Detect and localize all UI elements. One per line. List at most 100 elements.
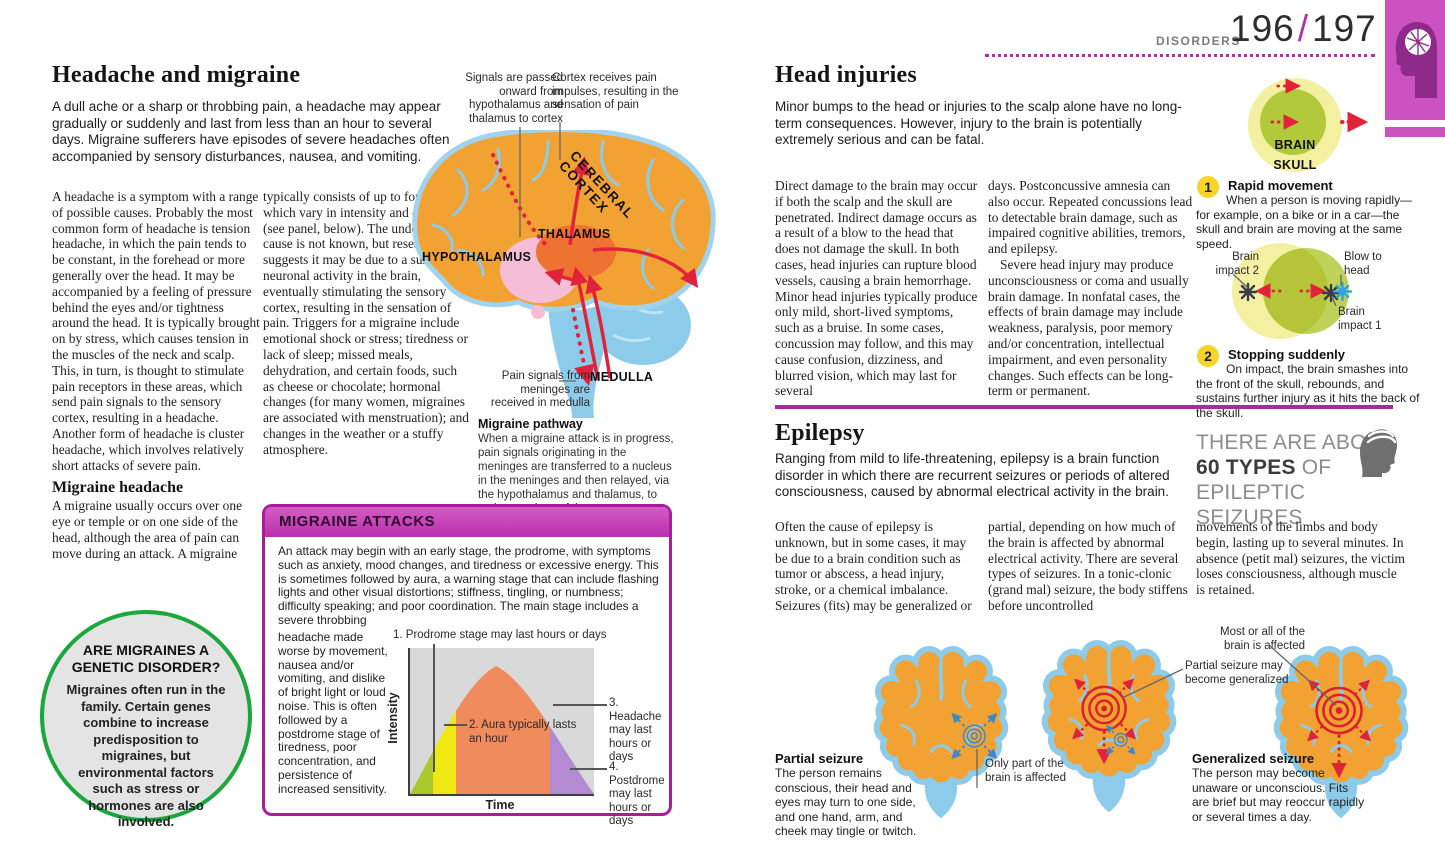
epilepsy-title: Epilepsy [775,420,865,446]
header-dotted-rule [985,54,1375,57]
tab-gap [1385,120,1445,127]
head-injuries-paragraph-1: Direct damage to the brain may occur if … [775,178,978,399]
chapter-tab [1385,0,1445,120]
leader-line-3 [553,704,607,706]
epilepsy-col2: partial, depending on how much of the br… [988,519,1195,614]
generalized-focus [1307,679,1371,779]
stat-line-2: 60 TYPES OF [1196,455,1411,480]
intensity-curve [410,666,594,794]
spreading-seizure-brain [1030,636,1188,822]
left-column-2: typically consists of up to four stages,… [263,189,469,458]
partial-focus-target [951,713,998,759]
page-number-left: 196 [1230,8,1295,49]
movement-arrows [1270,78,1369,133]
aura-segment [433,666,456,794]
migraine-continued-paragraph: typically consists of up to four stages,… [263,189,469,457]
generalized-seizure-brain [1262,642,1420,828]
migraine-attacks-panel: MIGRAINE ATTACKS An attack may begin wit… [262,504,672,827]
pituitary-shape [531,305,545,319]
thalamus-shape [536,225,616,279]
chart-annotation-4: 4. Postdrome may last hours or days [609,761,665,827]
caption-title: Migraine pathway [478,417,583,431]
brainstem-shape [548,302,608,418]
seizure-types-stat: THERE ARE ABOUT 60 TYPES OF EPILEPTIC SE… [1196,430,1411,530]
chart-annotation-3: 3. Headache may last hours or days [609,697,662,763]
genetic-disorder-callout: ARE MIGRAINES A GENETIC DISORDER? Migrai… [40,610,252,829]
leader-line-4 [570,768,607,770]
blow-starburst [1332,281,1353,302]
label-brain: BRAIN [1274,138,1316,152]
left-page-title: Headache and migraine [52,62,301,88]
prodrome-segment [410,666,433,794]
stat-strong: 60 TYPES [1196,456,1296,479]
stopping-suddenly-paragraph: On impact, the brain smashes into the fr… [1196,362,1420,420]
step-1-number: 1 [1197,176,1219,198]
annotation-cortex-receives: Cortex receives pain impulses, resulting… [552,72,679,111]
stopping-suddenly-text: On impact, the brain smashes into the fr… [1196,362,1428,420]
sulci-lines [431,140,685,290]
epilepsy-paragraph-3: movements of the limbs and body begin, l… [1196,519,1405,598]
step-2-number: 2 [1197,345,1219,367]
tab-strip [1385,127,1445,137]
caption-text: When a migraine attack is in progress, p… [478,433,674,515]
epilepsy-col1: Often the cause of epilepsy is unknown, … [775,519,978,614]
y-axis-label: Intensity [386,692,400,744]
label-brain-impact-1: Brain impact 1 [1338,306,1382,332]
partial-seizure-heading: Partial seizure [775,751,864,766]
label-thalamus: THALAMUS [538,227,611,241]
rapid-movement-text: When a person is moving rapidly—for exam… [1196,193,1424,251]
stopping-suddenly-heading: Stopping suddenly [1228,347,1345,362]
dotted-pathways [491,153,595,387]
impact-starbursts [1238,282,1341,303]
small-focus-target [1105,724,1136,755]
head-injuries-col2: days. Postconcussive amnesia can also oc… [988,178,1193,399]
panel-side-text: headache made worse by movement, nausea … [278,630,388,796]
annotation-signals-passed: Signals are passed onward from hypothala… [465,72,563,125]
head-injuries-paragraph-2: days. Postconcussive amnesia can also oc… [988,178,1193,257]
only-part-label: Only part of the brain is affected [985,758,1066,784]
partial-seizure-brain [862,642,1020,828]
rapid-movement-paragraph: When a person is moving rapidly—for exam… [1196,193,1413,251]
section-label: DISORDERS [1156,34,1241,48]
migraine-pathway-diagram [412,130,716,418]
migraine-headache-subhead: Migraine headache [52,479,184,497]
head-injuries-title: Head injuries [775,62,917,88]
head-injury-figures [1232,78,1369,339]
stat-line-1: THERE ARE ABOUT [1196,431,1396,454]
partial-seizure-text: The person remains conscious, their head… [775,766,917,838]
left-column-1: A headache is a symptom with a range of … [52,189,260,561]
generalized-seizure-heading: Generalized seizure [1192,751,1315,766]
stat-line-3: EPILEPTIC SEIZURES [1196,481,1306,529]
callout-heading: ARE MIGRAINES A GENETIC DISORDER? [71,642,221,675]
label-blow-to-head: Blow to head [1344,251,1382,277]
chart-annotation-2: 2. Aura typically lasts an hour [469,719,577,745]
annotation-pain-signals: Pain signals from meninges are received … [490,370,590,409]
migraine-pathway-caption: Migraine pathway When a migraine attack … [478,417,676,516]
leader-line-1 [433,644,435,772]
callout-text: Migraines often run in the family. Certa… [66,682,226,829]
page-number-divider: / [1297,8,1310,49]
label-hypothalamus: HYPOTHALAMUS [422,250,532,264]
section-rule [775,405,1393,409]
headache-paragraph: A headache is a symptom with a range of … [52,189,260,473]
generalized-seizure-text: The person may become unaware or unconsc… [1192,766,1365,824]
epilepsy-paragraph-2: partial, depending on how much of the br… [988,519,1188,613]
label-skull: SKULL [1273,158,1317,172]
pain-pathway-arrows [544,156,699,381]
epilepsy-intro: Ranging from mild to life-threatening, e… [775,451,1170,499]
label-medulla: MEDULLA [590,370,654,384]
head-injuries-paragraph-3: Severe head injury may produce unconscio… [988,256,1189,399]
stat-of: OF [1301,456,1332,479]
head-injuries-intro: Minor bumps to the head or injuries to t… [775,99,1182,147]
most-of-brain-label: Most or all of the brain is affected [1219,626,1305,652]
leader-line-2 [444,724,467,726]
head-injuries-col1: Direct damage to the brain may occur if … [775,178,980,399]
epilepsy-paragraph-1: Often the cause of epilepsy is unknown, … [775,519,972,613]
page-number-right: 197 [1312,8,1377,49]
panel-title: MIGRAINE ATTACKS [265,507,669,537]
label-brain-impact-2: Brain impact 2 [1215,251,1259,277]
panel-intro: An attack may begin with an early stage,… [278,544,659,627]
chart-annotation-1: 1. Prodrome stage may last hours or days [393,629,607,641]
migraine-stages-chart [408,648,594,796]
